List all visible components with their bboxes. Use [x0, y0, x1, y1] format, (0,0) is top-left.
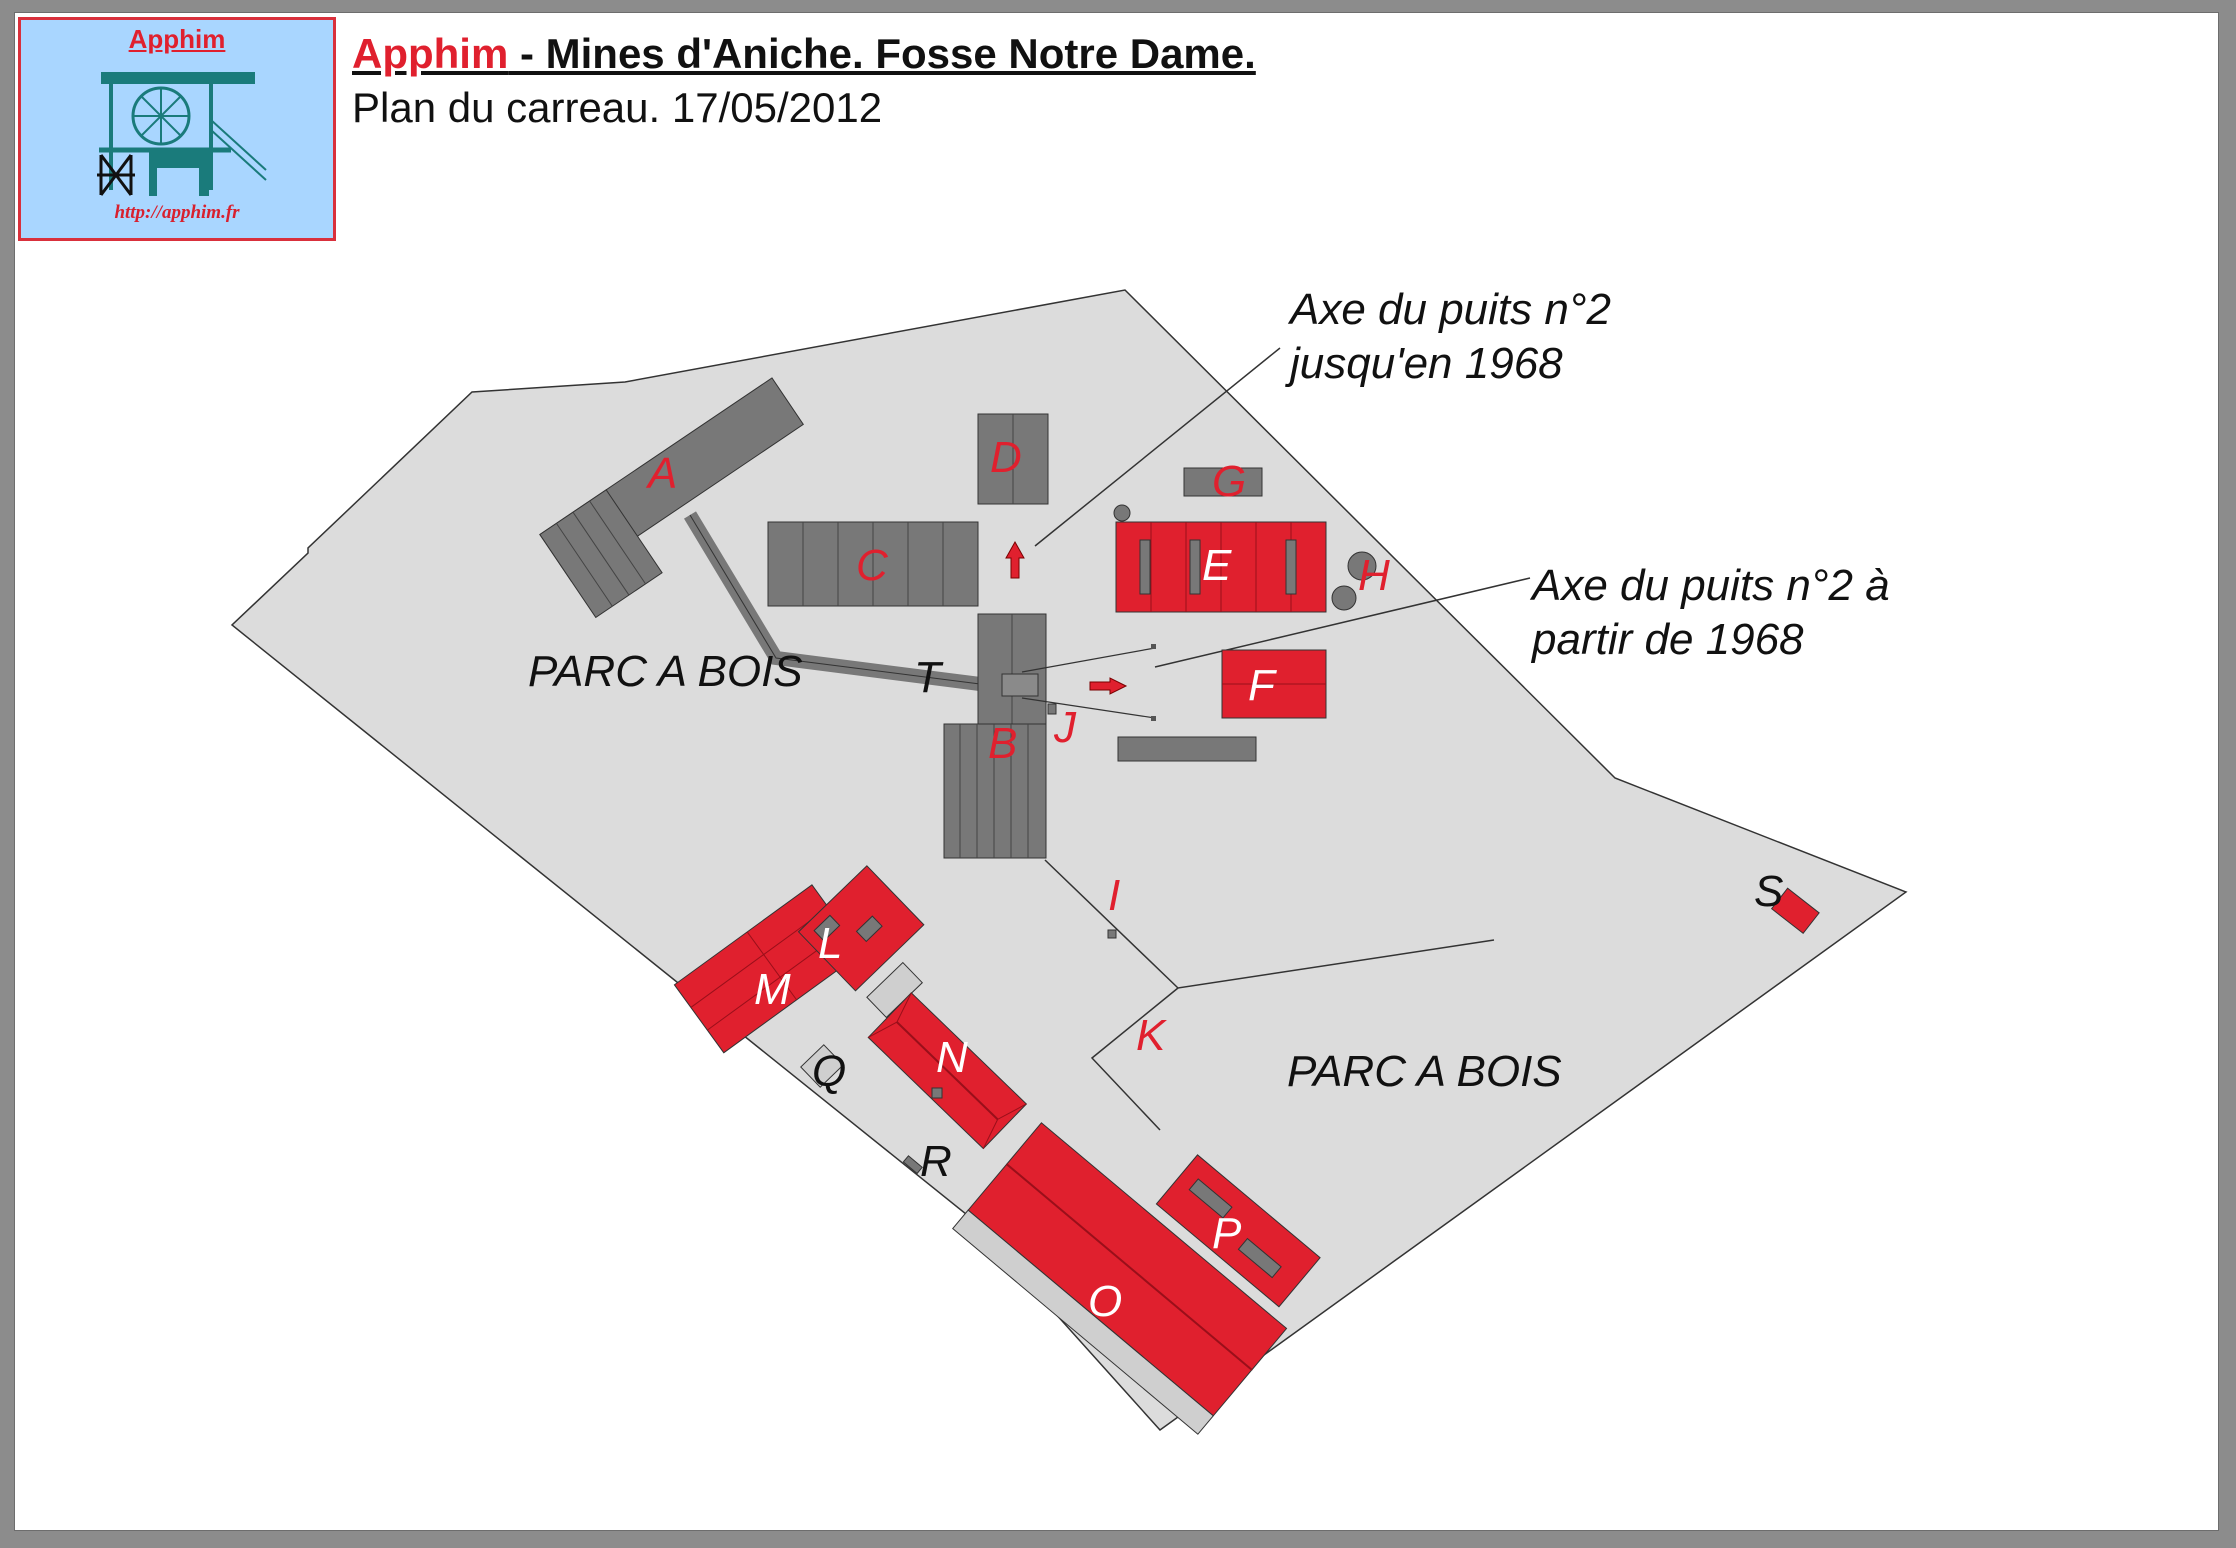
title-text: - Mines d'Aniche. Fosse Notre Dame. — [508, 30, 1256, 77]
label-h: H — [1358, 551, 1390, 600]
building-a — [539, 377, 804, 619]
building-c — [767, 521, 979, 607]
apphim-logo[interactable]: Apphim http://apphim.fr — [18, 17, 336, 241]
label-m: M — [754, 965, 791, 1014]
label-l: L — [818, 919, 842, 968]
label-i: I — [1108, 871, 1120, 920]
label-g: G — [1212, 457, 1246, 506]
label-q: Q — [812, 1047, 846, 1096]
cable-anchor — [1151, 644, 1156, 649]
label-b: B — [988, 719, 1017, 768]
conveyor-edge — [689, 514, 981, 685]
arrow-right-icon — [1089, 677, 1128, 695]
note-axe-new-2: partir de 1968 — [1530, 615, 1804, 664]
building-q — [800, 1044, 844, 1088]
note-axe-old-2: jusqu'en 1968 — [1285, 339, 1563, 388]
label-j: J — [1053, 703, 1077, 752]
label-c: C — [856, 541, 889, 590]
marker-i — [1107, 929, 1117, 939]
label-p: P — [1212, 1209, 1242, 1258]
label-o: O — [1088, 1277, 1122, 1326]
building-d — [977, 413, 1049, 505]
label-n: N — [936, 1033, 968, 1082]
cable-anchor — [1151, 716, 1156, 721]
building-s — [1770, 887, 1820, 935]
building-g — [1183, 467, 1263, 497]
headframe-icon — [97, 72, 267, 196]
tank — [1113, 504, 1131, 522]
arrow-up-icon — [1005, 540, 1025, 579]
building-p — [1155, 1154, 1321, 1308]
title-brand[interactable]: Apphim — [352, 30, 509, 77]
note-axe-new-1: Axe du puits n°2 à — [1529, 561, 1890, 610]
page-subtitle: Plan du carreau. 17/05/2012 — [352, 84, 883, 131]
path-line — [1090, 987, 1179, 1131]
building-b — [943, 613, 1057, 859]
label-a: A — [645, 449, 677, 498]
label-k: K — [1136, 1011, 1167, 1060]
axe-old-pointer — [1034, 347, 1281, 547]
label-s: S — [1754, 867, 1783, 916]
label-r: R — [920, 1137, 952, 1186]
note-axe-old-1: Axe du puits n°2 — [1287, 285, 1611, 334]
label-e: E — [1202, 541, 1232, 590]
tank — [1331, 585, 1357, 611]
marker-n — [931, 1087, 943, 1099]
area-label-south: PARC A BOIS — [1287, 1047, 1562, 1096]
axe-new-pointer — [1154, 577, 1531, 668]
cable-line — [1021, 697, 1156, 719]
label-t: T — [914, 653, 944, 702]
tank — [1347, 551, 1377, 581]
logo-name: Apphim — [128, 24, 226, 54]
building-l — [797, 865, 925, 992]
cable-line — [1021, 647, 1156, 673]
building-n — [867, 992, 1028, 1150]
area-label-north: PARC A BOIS — [528, 647, 803, 696]
logo-url[interactable]: http://apphim.fr — [114, 202, 240, 223]
marker-r — [902, 1155, 923, 1175]
building-shed — [1117, 736, 1257, 762]
building-e — [1115, 521, 1327, 613]
building-o — [952, 1122, 1288, 1435]
label-d: D — [990, 433, 1022, 482]
page-title: Apphim - Mines d'Aniche. Fosse Notre Dam… — [352, 30, 1256, 78]
label-f: F — [1248, 661, 1277, 710]
building-f — [1221, 649, 1327, 719]
